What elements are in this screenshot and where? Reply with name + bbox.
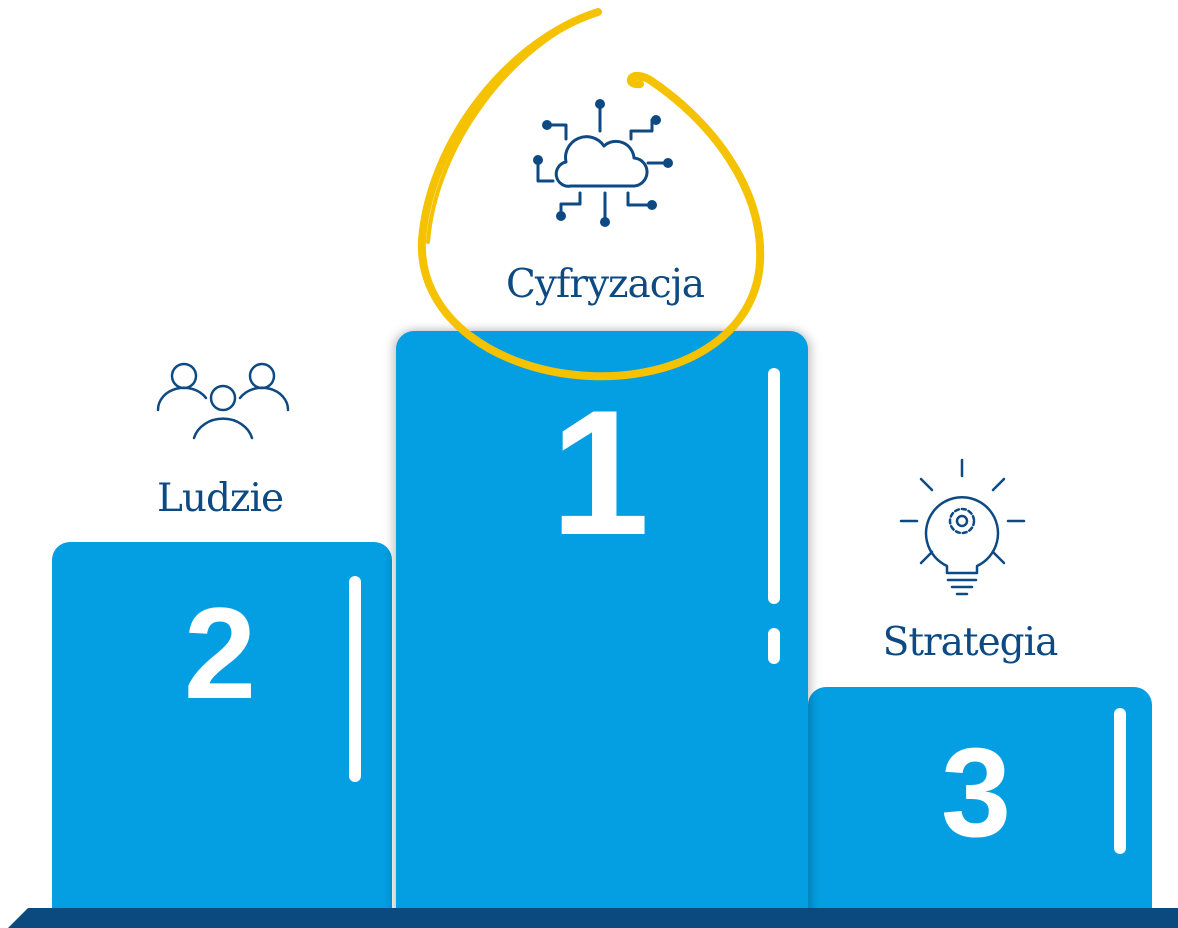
podium-floor (8, 908, 1178, 928)
decorative-bar (768, 368, 780, 604)
decorative-bar (349, 576, 361, 782)
people-group-icon (156, 362, 290, 440)
place-number-2: 2 (183, 580, 257, 726)
cloud-network-icon (533, 99, 673, 227)
podium-label-1: Cyfryzacja (506, 262, 705, 307)
podium-block-1 (396, 331, 808, 928)
lightbulb-gear-icon (899, 458, 1026, 596)
decorative-bar (1114, 708, 1126, 854)
podium-block-2 (52, 542, 392, 928)
decorative-bar (768, 628, 780, 664)
podium-label-2: Ludzie (156, 476, 284, 521)
podium-label-3: Strategia (882, 620, 1059, 665)
place-number-3: 3 (940, 722, 1012, 863)
place-number-1: 1 (550, 373, 650, 572)
podium-block-3 (808, 687, 1152, 928)
